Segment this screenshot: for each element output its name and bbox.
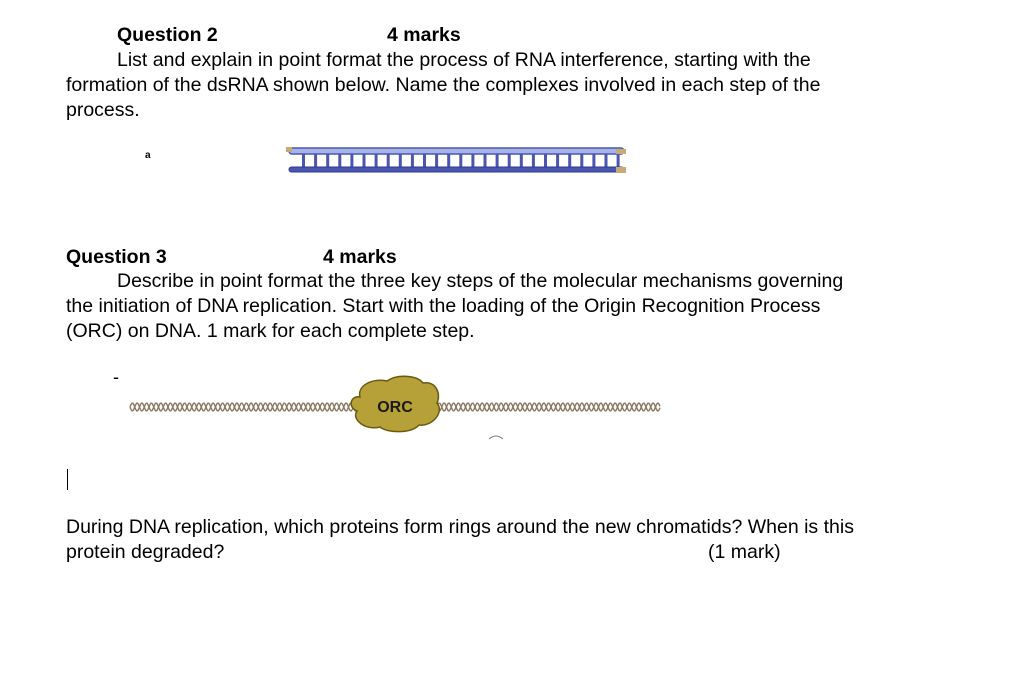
ladder-rung	[616, 153, 620, 168]
ladder-rung	[314, 153, 318, 168]
q4-line-1: During DNA replication, which proteins f…	[66, 516, 854, 538]
small-arc-mark	[488, 435, 504, 440]
ladder-rung	[447, 153, 451, 168]
ladder-rung	[374, 153, 378, 168]
text-cursor	[67, 469, 68, 490]
ladder-rung	[519, 153, 523, 168]
dna-orc-figure: ORC	[129, 375, 661, 440]
q3-line-1: Describe in point format the three key s…	[117, 270, 844, 292]
q3-marks: 4 marks	[323, 246, 397, 268]
helix-strand	[436, 402, 661, 412]
q2-line-1: List and explain in point format the pro…	[117, 49, 811, 71]
q2-title: Question 2	[117, 24, 218, 46]
ladder-rung	[350, 153, 354, 168]
q4-line-2: protein degraded?	[66, 541, 225, 563]
ladder-rung	[302, 153, 305, 168]
dna-helix-right	[436, 402, 661, 412]
figure-label-a: a	[145, 150, 151, 161]
helix-strand	[129, 402, 358, 412]
q2-line-2: formation of the dsRNA shown below. Name…	[66, 74, 821, 96]
helix-strand	[436, 402, 661, 412]
dsrna-ladder-figure	[286, 147, 626, 173]
ladder-rung	[362, 153, 366, 168]
ladder-rung	[568, 153, 572, 168]
dsrna-bottom-end	[616, 167, 626, 173]
orc-complex-shape	[350, 375, 440, 433]
ladder-rung	[544, 153, 547, 168]
q2-marks: 4 marks	[387, 24, 461, 46]
ladder-rung	[604, 153, 608, 168]
q3-dash: -	[113, 367, 119, 387]
ladder-rung	[423, 153, 426, 168]
ladder-rung	[531, 153, 535, 168]
dsrna-top-end	[616, 149, 626, 154]
dsrna-top-strand	[288, 147, 625, 155]
orc-label: ORC	[377, 399, 413, 416]
dsrna-left-end	[286, 147, 292, 152]
ladder-rung	[435, 153, 439, 168]
ladder-rung	[556, 153, 560, 168]
ladder-rung	[495, 153, 499, 168]
dsrna-bottom-strand	[288, 166, 625, 173]
ladder-rung	[326, 153, 330, 168]
ladder-rung	[386, 153, 390, 168]
ladder-rung	[398, 153, 402, 168]
q4-marks: (1 mark)	[708, 541, 781, 563]
ladder-rung	[592, 153, 596, 168]
ladder-rung	[507, 153, 511, 168]
q3-line-2: the initiation of DNA replication. Start…	[66, 295, 821, 317]
ladder-rung	[483, 153, 487, 168]
ladder-rung	[338, 153, 342, 168]
q3-title: Question 3	[66, 246, 167, 268]
ladder-rung	[459, 153, 463, 168]
dna-helix-left	[129, 402, 358, 412]
q3-line-3: (ORC) on DNA. 1 mark for each complete s…	[66, 320, 475, 342]
ladder-rung	[471, 153, 475, 168]
ladder-rung	[410, 153, 414, 168]
q2-line-3: process.	[66, 99, 140, 121]
ladder-rung	[580, 153, 584, 168]
